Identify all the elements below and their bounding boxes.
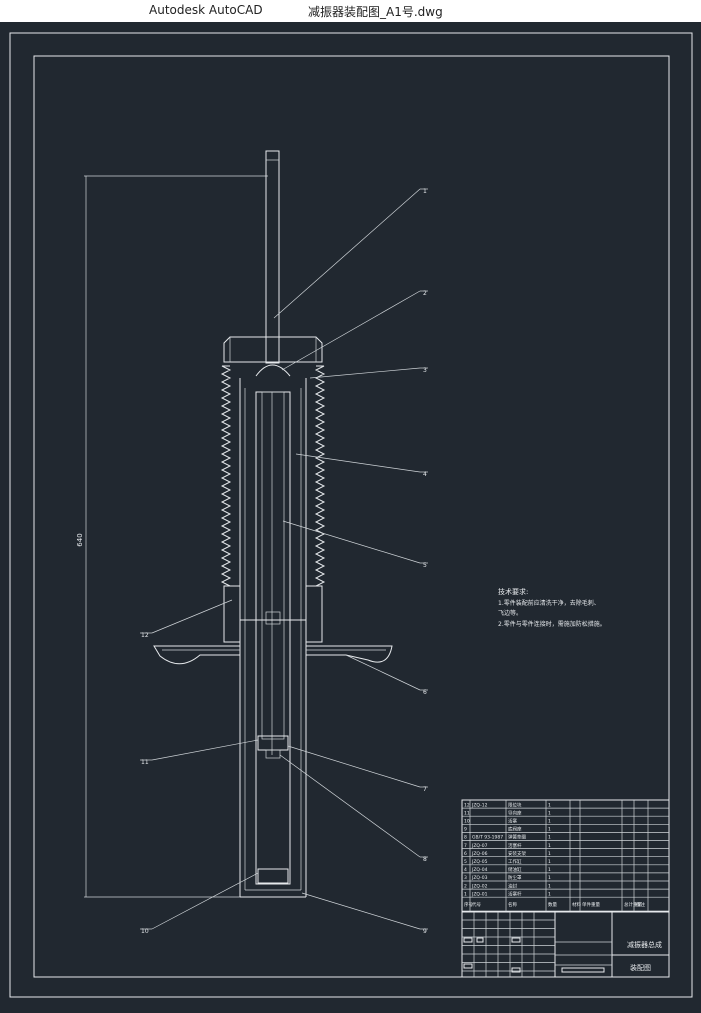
- parts-list-cell: 1: [548, 883, 551, 889]
- parts-list-cell: 4: [464, 867, 467, 873]
- parts-list-header-cell: 备注: [636, 901, 645, 908]
- parts-list-cell: 导向座: [508, 809, 522, 816]
- balloon-8: 8: [423, 856, 427, 863]
- title-bar: Autodesk AutoCAD 减振器装配图_A1号.dwg: [0, 0, 701, 22]
- top-cap: [223, 336, 323, 377]
- tech-req-line-1: 1.零件装配前应清洗干净，去除毛刺、: [498, 599, 600, 607]
- piston-assembly: [240, 611, 306, 884]
- balloon-10: 10: [141, 928, 149, 935]
- parts-list-cell: 1: [548, 819, 551, 825]
- title-block: 减振器总成 装配图: [461, 911, 670, 978]
- parts-list-header-cell: 序号: [464, 901, 473, 908]
- parts-list-cell: 10: [464, 819, 470, 825]
- piston-rod: [265, 150, 280, 364]
- parts-list-cell: 防尘罩: [508, 874, 522, 881]
- parts-list-cell: 活塞: [508, 818, 517, 825]
- parts-list-cell: 1: [548, 859, 551, 865]
- parts-list-cell: 底阀座: [508, 826, 522, 833]
- balloon-1: 1: [423, 188, 427, 195]
- balloon-4: 4: [423, 471, 427, 478]
- outer-border: [9, 32, 693, 998]
- balloon-11: 11: [141, 759, 149, 766]
- balloon-9: 9: [423, 928, 427, 935]
- overall-dimension: 640: [76, 175, 268, 898]
- title-drawing-number: 装配图: [630, 963, 651, 972]
- parts-list-cell: 3: [464, 875, 467, 881]
- app-title: Autodesk AutoCAD: [149, 3, 263, 17]
- parts-list-cell: 11: [464, 810, 470, 816]
- balloon-5: 5: [423, 562, 427, 569]
- parts-list-cell: 1: [464, 891, 467, 897]
- parts-list-cell: JZQ-05: [471, 859, 488, 865]
- parts-list-cell: 1: [548, 810, 551, 816]
- parts-list-cell: 8: [464, 835, 467, 841]
- dust-cover: [220, 365, 326, 587]
- parts-list-cell: 5: [464, 859, 467, 865]
- parts-list-cell: 油封: [508, 882, 517, 889]
- parts-list-header-cell: 名称: [508, 901, 517, 908]
- parts-list-cell: 1: [548, 851, 551, 857]
- parts-list-cell: 限位块: [508, 801, 522, 808]
- tech-req-title: 技术要求:: [498, 587, 528, 596]
- balloon-2: 2: [423, 290, 427, 297]
- parts-list-cell: 1: [548, 843, 551, 849]
- parts-list-cell: 活塞杆: [508, 890, 522, 897]
- parts-list-cell: GB/T 93-1987: [472, 835, 503, 841]
- tech-req-line-2: 飞边等。: [498, 609, 522, 617]
- balloon-leaders: [140, 188, 428, 930]
- parts-list-cell: 工作缸: [508, 858, 522, 865]
- parts-list-cell: JZQ-06: [471, 851, 488, 857]
- balloon-7: 7: [423, 786, 427, 793]
- drawing-canvas[interactable]: 640: [0, 22, 701, 1013]
- title-assembly-name: 减振器总成: [627, 940, 662, 949]
- balloon-3: 3: [423, 367, 427, 374]
- parts-list-cell: 安装支架: [508, 850, 526, 857]
- parts-list-cell: JZQ-04: [471, 867, 488, 873]
- balloon-numbers: 1 2 3 4 5 6 7 8 9 10 11 12: [141, 188, 427, 935]
- parts-list-header-cell: 材料: [572, 901, 581, 908]
- parts-list-cell: JZQ-12: [471, 802, 488, 808]
- parts-list-cell: 储油缸: [508, 866, 522, 873]
- parts-list-cell: 1: [548, 867, 551, 873]
- parts-list-cell: 活塞杆: [508, 842, 522, 849]
- parts-list-cell: 1: [548, 891, 551, 897]
- file-title: 减振器装配图_A1号.dwg: [308, 5, 443, 19]
- cad-drawing: 640: [9, 32, 693, 998]
- parts-list-cell: JZQ-01: [471, 891, 488, 897]
- mount-bracket: [153, 585, 393, 665]
- parts-list-header-cell: 代号: [472, 901, 481, 908]
- parts-list-cell: 12: [464, 802, 470, 808]
- parts-list-header-cell: 数量: [548, 901, 557, 908]
- parts-list-cell: JZQ-03: [471, 875, 488, 881]
- technical-requirements: 技术要求: 1.零件装配前应清洗干净，去除毛刺、 飞边等。 2.零件与零件连接时…: [498, 587, 606, 628]
- balloon-6: 6: [423, 689, 427, 696]
- reservoir-tube: [239, 378, 307, 898]
- parts-list-cell: 1: [548, 875, 551, 881]
- working-cylinder: [255, 391, 291, 885]
- dimension-label: 640: [76, 533, 84, 546]
- parts-list-header-cell: 总计重量: [624, 901, 642, 908]
- parts-list-cell: 1: [548, 835, 551, 841]
- parts-list-cell: 9: [464, 827, 467, 833]
- parts-list-header-cell: 单件重量: [582, 901, 600, 908]
- parts-list-cell: JZQ-07: [471, 843, 488, 849]
- parts-list-cell: 6: [464, 851, 467, 857]
- parts-list-cell: 弹簧垫圈: [508, 834, 526, 841]
- inner-border: [33, 55, 670, 978]
- parts-list-cell: JZQ-02: [471, 883, 488, 889]
- tech-req-line-3: 2.零件与零件连接时，需施加防松措施。: [498, 620, 606, 628]
- balloon-12: 12: [141, 632, 149, 639]
- parts-list-cell: 2: [464, 883, 467, 889]
- parts-list-cell: 1: [548, 802, 551, 808]
- parts-list-cell: 7: [464, 843, 467, 849]
- parts-list-cell: 1: [548, 827, 551, 833]
